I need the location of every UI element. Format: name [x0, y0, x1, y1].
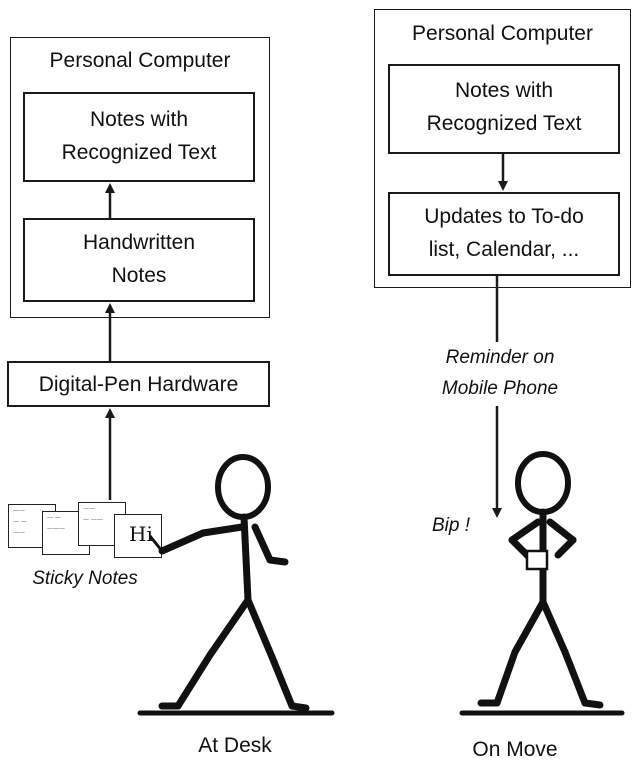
- on-move-caption: On Move: [472, 738, 558, 761]
- mobile-phone: [525, 549, 549, 571]
- digital-pen: [148, 535, 164, 552]
- left-handwritten-notes-label: Handwritten Notes: [82, 231, 196, 287]
- digital-pen-hardware-box: [7, 361, 270, 407]
- sticky-notes-label: Sticky Notes: [32, 568, 138, 589]
- sticky-note-hi: Hi: [114, 514, 162, 558]
- stick-figure-at-desk: [137, 454, 335, 716]
- updates-label: Updates to To-do list, Calendar, ...: [424, 205, 584, 261]
- left-recognized-text-box: [23, 92, 255, 182]
- left-handwritten-notes-box: [23, 218, 255, 302]
- stick-figure-on-move: [459, 451, 625, 716]
- right-recognized-text-label: Notes with Recognized Text: [426, 79, 582, 135]
- right-recognized-text-box: [388, 64, 620, 154]
- updates-box: [388, 192, 620, 276]
- left-pc-title: Personal Computer: [49, 49, 231, 72]
- right-pc-title: Personal Computer: [412, 22, 593, 45]
- reminder-label: Reminder on Mobile Phone: [441, 347, 559, 399]
- sticky-note-handwriting: Hi: [129, 522, 153, 546]
- bip-label: Bip !: [432, 515, 471, 536]
- left-recognized-text-label: Notes with Recognized Text: [61, 108, 217, 164]
- digital-pen-hardware-label: Digital-Pen Hardware: [38, 373, 239, 396]
- at-desk-caption: At Desk: [198, 734, 272, 757]
